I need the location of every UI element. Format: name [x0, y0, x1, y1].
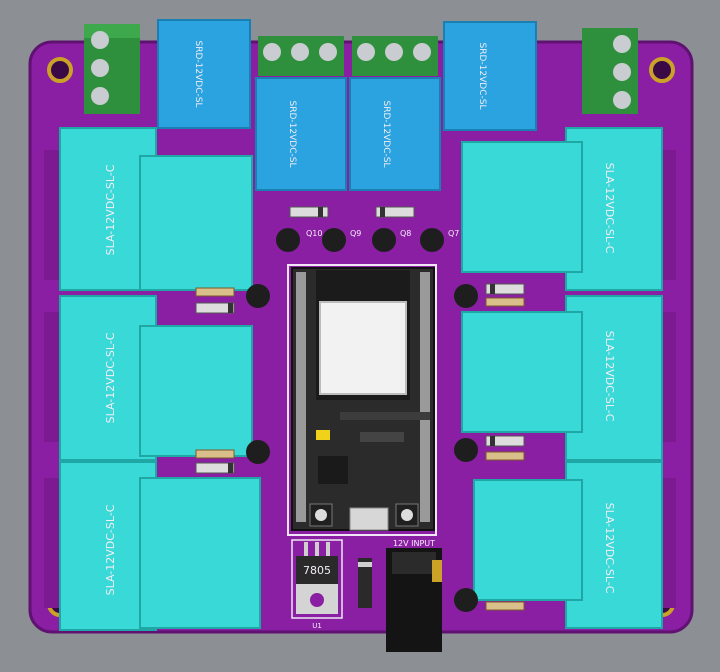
small-relay-2-label: SRD-12VDC-SL	[287, 101, 297, 168]
dc-power-jack: 12V INPUT	[386, 539, 442, 652]
small-relay-1: SRD-12VDC-SL	[157, 19, 251, 129]
diode-top-left	[289, 206, 329, 218]
transistor-q9-label: Q9	[350, 229, 361, 238]
esp32-devkit-module	[291, 267, 435, 531]
diode-left-1	[195, 302, 235, 314]
transistor-q9: Q9	[322, 228, 361, 252]
diode-right-1	[485, 283, 525, 295]
resistor-left-1	[195, 287, 235, 297]
small-relay-3: SRD-12VDC-SL	[349, 77, 441, 191]
transistor-left-1	[246, 284, 270, 308]
transistor-right-3	[454, 588, 478, 612]
large-relay-right-1-label: SLA-12VDC-SL-C	[603, 163, 616, 254]
resistor-right-3	[485, 601, 525, 611]
large-relay-right-3-label: SLA-12VDC-SL-C	[603, 503, 616, 594]
mounting-hole-top-right	[649, 57, 675, 83]
transistor-q8-label: Q8	[400, 229, 411, 238]
diode-power	[358, 558, 372, 608]
transistor-q8: Q8	[372, 228, 411, 252]
transistor-q10: Q10	[276, 228, 322, 252]
transistor-right-2	[454, 438, 478, 462]
large-relay-left-2-label: SLA-12VDC-SL-C	[104, 332, 117, 423]
large-relay-left-1: SLA-12VDC-SL-C	[44, 127, 253, 291]
terminal-block-top-right	[582, 28, 638, 114]
transistor-q7: Q7	[420, 228, 459, 252]
resistor-right-2	[485, 451, 525, 461]
large-relay-left-2: SLA-12VDC-SL-C	[44, 295, 253, 461]
resistor-left-2	[195, 449, 235, 459]
terminal-block-top-mid-right	[352, 36, 438, 76]
small-relay-1-label: SRD-12VDC-SL	[193, 41, 203, 108]
power-input-label: 12V INPUT	[393, 539, 435, 548]
diode-top-right	[375, 206, 415, 218]
large-relay-left-3: SLA-12VDC-SL-C	[44, 461, 261, 631]
usb-connector	[349, 507, 389, 531]
small-relay-2: SRD-12VDC-SL	[255, 77, 347, 191]
large-relay-right-2-label: SLA-12VDC-SL-C	[603, 331, 616, 422]
diode-right-2	[485, 435, 525, 447]
large-relay-right-1: SLA-12VDC-SL-C	[461, 127, 676, 291]
regulator-label: 7805	[303, 564, 331, 577]
large-relay-left-1-label: SLA-12VDC-SL-C	[104, 164, 117, 255]
terminal-block-top-mid-left	[258, 36, 344, 76]
small-relay-4-label: SRD-12VDC-SL	[477, 43, 487, 110]
large-relay-right-2: SLA-12VDC-SL-C	[461, 295, 676, 461]
small-relay-4: SRD-12VDC-SL	[443, 21, 537, 131]
transistor-right-1	[454, 284, 478, 308]
transistor-q7-label: Q7	[448, 229, 459, 238]
voltage-regulator: 7805 U1	[291, 539, 343, 630]
large-relay-right-3: SLA-12VDC-SL-C	[473, 461, 676, 629]
terminal-block-top-left	[84, 24, 140, 114]
transistor-left-2	[246, 440, 270, 464]
resistor-right-1	[485, 297, 525, 307]
large-relay-left-3-label: SLA-12VDC-SL-C	[104, 504, 117, 595]
module-silkscreen	[287, 264, 437, 536]
transistor-q10-label: Q10	[306, 229, 322, 238]
small-relay-3-label: SRD-12VDC-SL	[381, 101, 391, 168]
regulator-ref: U1	[312, 622, 322, 630]
diode-left-2	[195, 462, 235, 474]
mounting-hole-top-left	[47, 57, 73, 83]
